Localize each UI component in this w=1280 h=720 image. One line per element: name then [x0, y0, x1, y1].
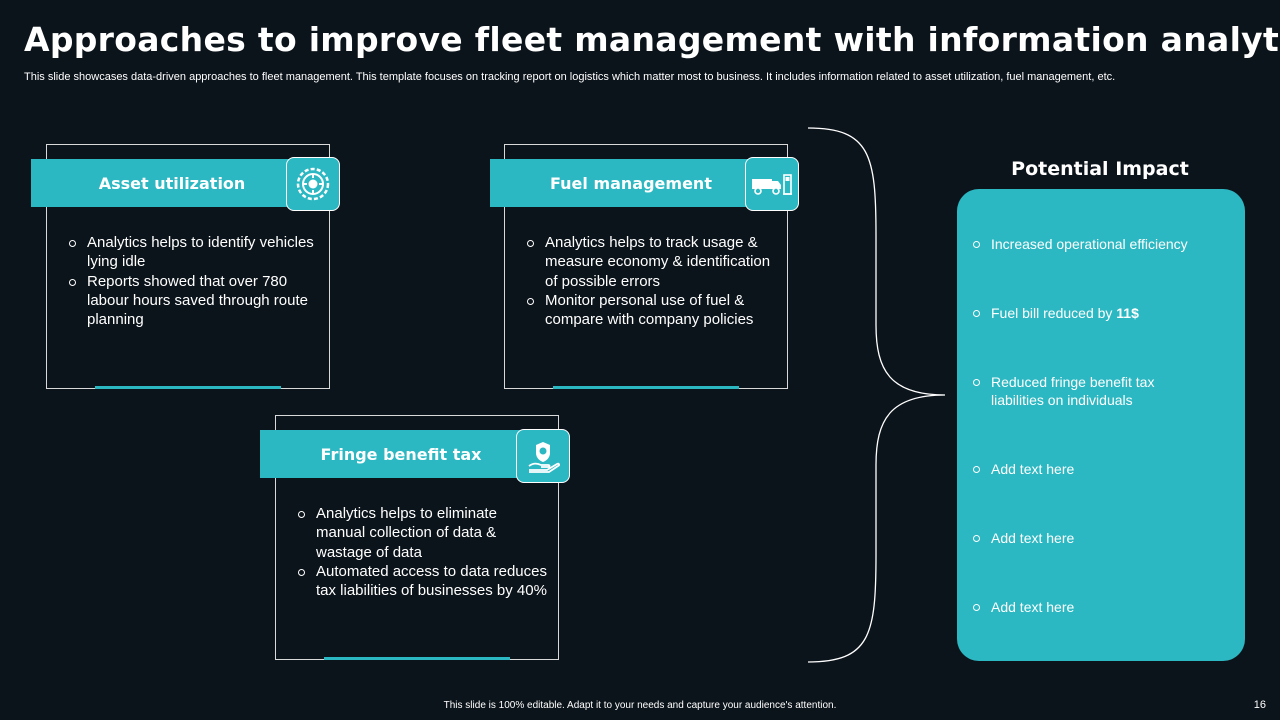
card-title: Fuel management — [550, 173, 712, 193]
card-header-fringe-benefit-tax: Fringe benefit tax — [260, 430, 542, 478]
card-bullets-fuel-management: Analytics helps to track usage & measure… — [526, 233, 776, 329]
impact-item: Reduced fringe benefit tax liabilities o… — [971, 373, 1196, 409]
bullet-circle-icon — [973, 604, 980, 611]
impact-item: Add text here — [971, 460, 1241, 478]
page-subtitle: This slide showcases data-driven approac… — [24, 71, 1116, 83]
bullet-circle-icon — [973, 310, 980, 317]
card-accent-line — [553, 386, 739, 389]
page-number: 16 — [1253, 699, 1266, 711]
list-item: Analytics helps to track usage & measure… — [526, 233, 776, 291]
bullet-circle-icon — [973, 535, 980, 542]
hand-badge-icon — [516, 429, 570, 483]
bullet-circle-icon — [973, 379, 980, 386]
card-accent-line — [95, 386, 281, 389]
impact-item: Add text here — [971, 598, 1241, 616]
list-item: Analytics helps to identify vehicles lyi… — [68, 233, 318, 272]
card-bullets-fringe-benefit-tax: Analytics helps to eliminate manual coll… — [297, 504, 547, 600]
bullet-circle-icon — [973, 241, 980, 248]
gear-dashboard-icon — [286, 157, 340, 211]
card-title: Fringe benefit tax — [320, 444, 482, 464]
card-bullets-asset-utilization: Analytics helps to identify vehicles lyi… — [68, 233, 318, 329]
impact-item: Fuel bill reduced by 11$ — [971, 304, 1241, 322]
page-title: Approaches to improve fleet management w… — [24, 20, 1280, 59]
impact-panel: Increased operational efficiency Fuel bi… — [957, 189, 1245, 661]
card-asset-utilization — [46, 144, 330, 389]
truck-fuel-pump-icon — [745, 157, 799, 211]
impact-item: Increased operational efficiency — [971, 235, 1241, 253]
impact-title: Potential Impact — [1011, 158, 1189, 180]
impact-item: Add text here — [971, 529, 1241, 547]
list-item: Reports showed that over 780 labour hour… — [68, 272, 318, 330]
list-item: Monitor personal use of fuel & compare w… — [526, 291, 776, 330]
card-fringe-benefit-tax — [275, 415, 559, 660]
card-fuel-management — [504, 144, 788, 389]
card-header-asset-utilization: Asset utilization — [31, 159, 313, 207]
card-accent-line — [324, 657, 510, 660]
bullet-circle-icon — [973, 466, 980, 473]
footer-note: This slide is 100% editable. Adapt it to… — [443, 700, 837, 711]
curly-brace-connector — [807, 127, 946, 663]
card-title: Asset utilization — [98, 173, 246, 193]
list-item: Automated access to data reduces tax lia… — [297, 562, 547, 601]
card-header-fuel-management: Fuel management — [490, 159, 772, 207]
list-item: Analytics helps to eliminate manual coll… — [297, 504, 547, 562]
